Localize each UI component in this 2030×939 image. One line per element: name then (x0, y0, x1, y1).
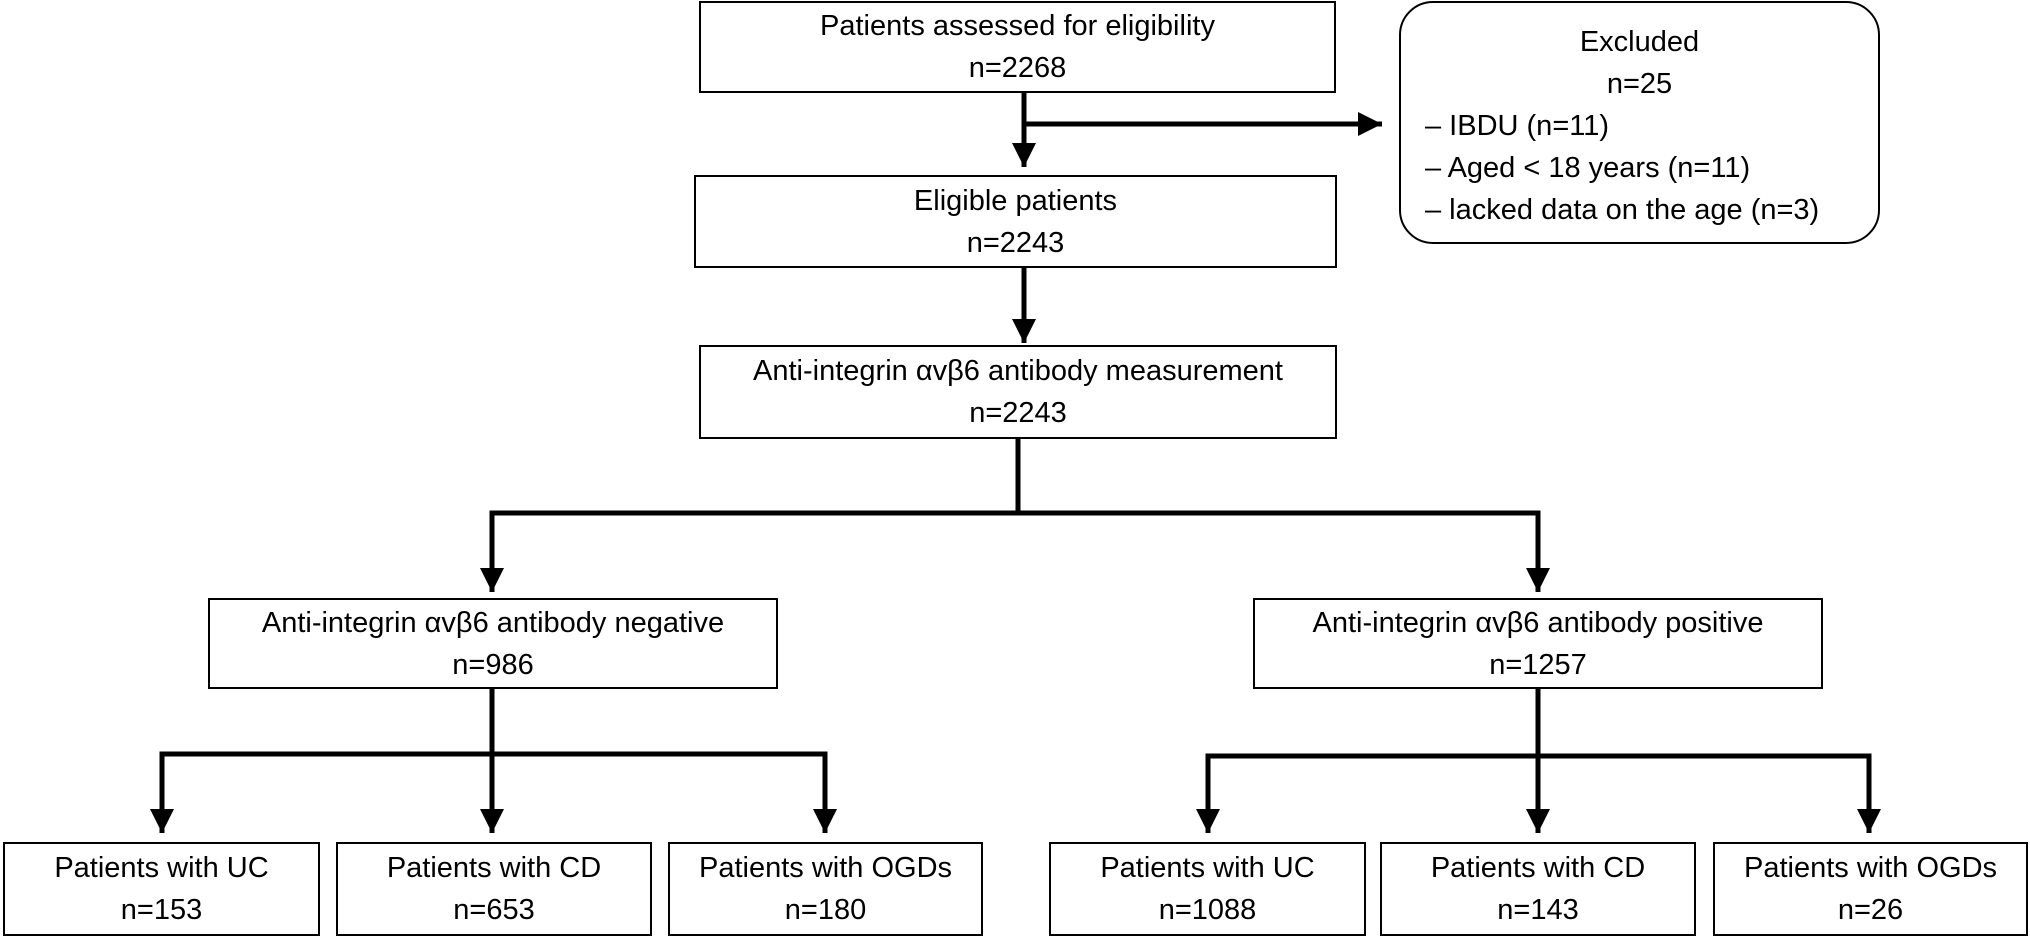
excluded-reasons: – IBDU (n=11) – Aged < 18 years (n=11) –… (1401, 105, 1819, 231)
positive-count: n=1257 (1489, 648, 1587, 681)
assessed-count: n=2268 (968, 52, 1067, 84)
group-title: Patients with UC (1100, 852, 1315, 884)
group-count: n=1088 (1158, 894, 1257, 926)
assessed-title: Patients assessed for eligibility (820, 10, 1215, 42)
positive-box: Anti-integrin αvβ6 antibody positive n=1… (1253, 598, 1823, 689)
arrow-positive-to-uc (1196, 753, 1538, 833)
negative-ogd-box: Patients with OGDs n=180 (668, 842, 983, 936)
eligible-box: Eligible patients n=2243 (694, 175, 1337, 268)
excluded-title: Excluded (1579, 26, 1700, 58)
group-title: Patients with CD (386, 852, 602, 884)
excluded-count: n=25 (1606, 68, 1673, 100)
negative-cd-box: Patients with CD n=653 (336, 842, 652, 936)
negative-title: Anti-integrin αvβ6 antibody negative (261, 606, 725, 639)
negative-box: Anti-integrin αvβ6 antibody negative n=9… (208, 598, 778, 689)
arrow-negative-to-uc (150, 751, 492, 833)
group-title: Patients with OGDs (698, 852, 953, 884)
split-measurement (480, 439, 1021, 592)
measurement-box: Anti-integrin αvβ6 antibody measurement … (699, 345, 1337, 439)
arrow-negative-to-ogd (492, 751, 837, 833)
group-title: Patients with OGDs (1743, 852, 1998, 884)
excluded-box: Excluded n=25 – IBDU (n=11) – Aged < 18 … (1399, 1, 1880, 244)
group-count: n=653 (453, 894, 535, 926)
eligible-count: n=2243 (966, 226, 1065, 259)
group-count: n=180 (784, 894, 867, 926)
excluded-reason: – Aged < 18 years (n=11) (1425, 152, 1751, 184)
negative-uc-box: Patients with UC n=153 (3, 842, 320, 936)
group-title: Patients with CD (1430, 852, 1646, 884)
arrow-positive-to-ogd (1538, 753, 1881, 833)
positive-cd-box: Patients with CD n=143 (1380, 842, 1696, 936)
excluded-reason: – lacked data on the age (n=3) (1425, 194, 1820, 226)
excluded-reason: – IBDU (n=11) (1425, 110, 1610, 142)
measurement-count: n=2243 (969, 397, 1067, 429)
group-count: n=153 (120, 894, 203, 926)
measurement-title: Anti-integrin αvβ6 antibody measurement (753, 355, 1283, 387)
positive-ogd-box: Patients with OGDs n=26 (1713, 842, 2028, 936)
group-count: n=26 (1837, 894, 1904, 926)
positive-title: Anti-integrin αvβ6 antibody positive (1312, 606, 1764, 639)
assessed-box: Patients assessed for eligibility n=2268 (699, 1, 1336, 93)
split-measurement-right (1018, 510, 1550, 592)
negative-count: n=986 (452, 648, 534, 681)
group-title: Patients with UC (54, 852, 269, 884)
group-count: n=143 (1497, 894, 1579, 926)
positive-uc-box: Patients with UC n=1088 (1049, 842, 1366, 936)
eligible-title: Eligible patients (913, 184, 1118, 217)
